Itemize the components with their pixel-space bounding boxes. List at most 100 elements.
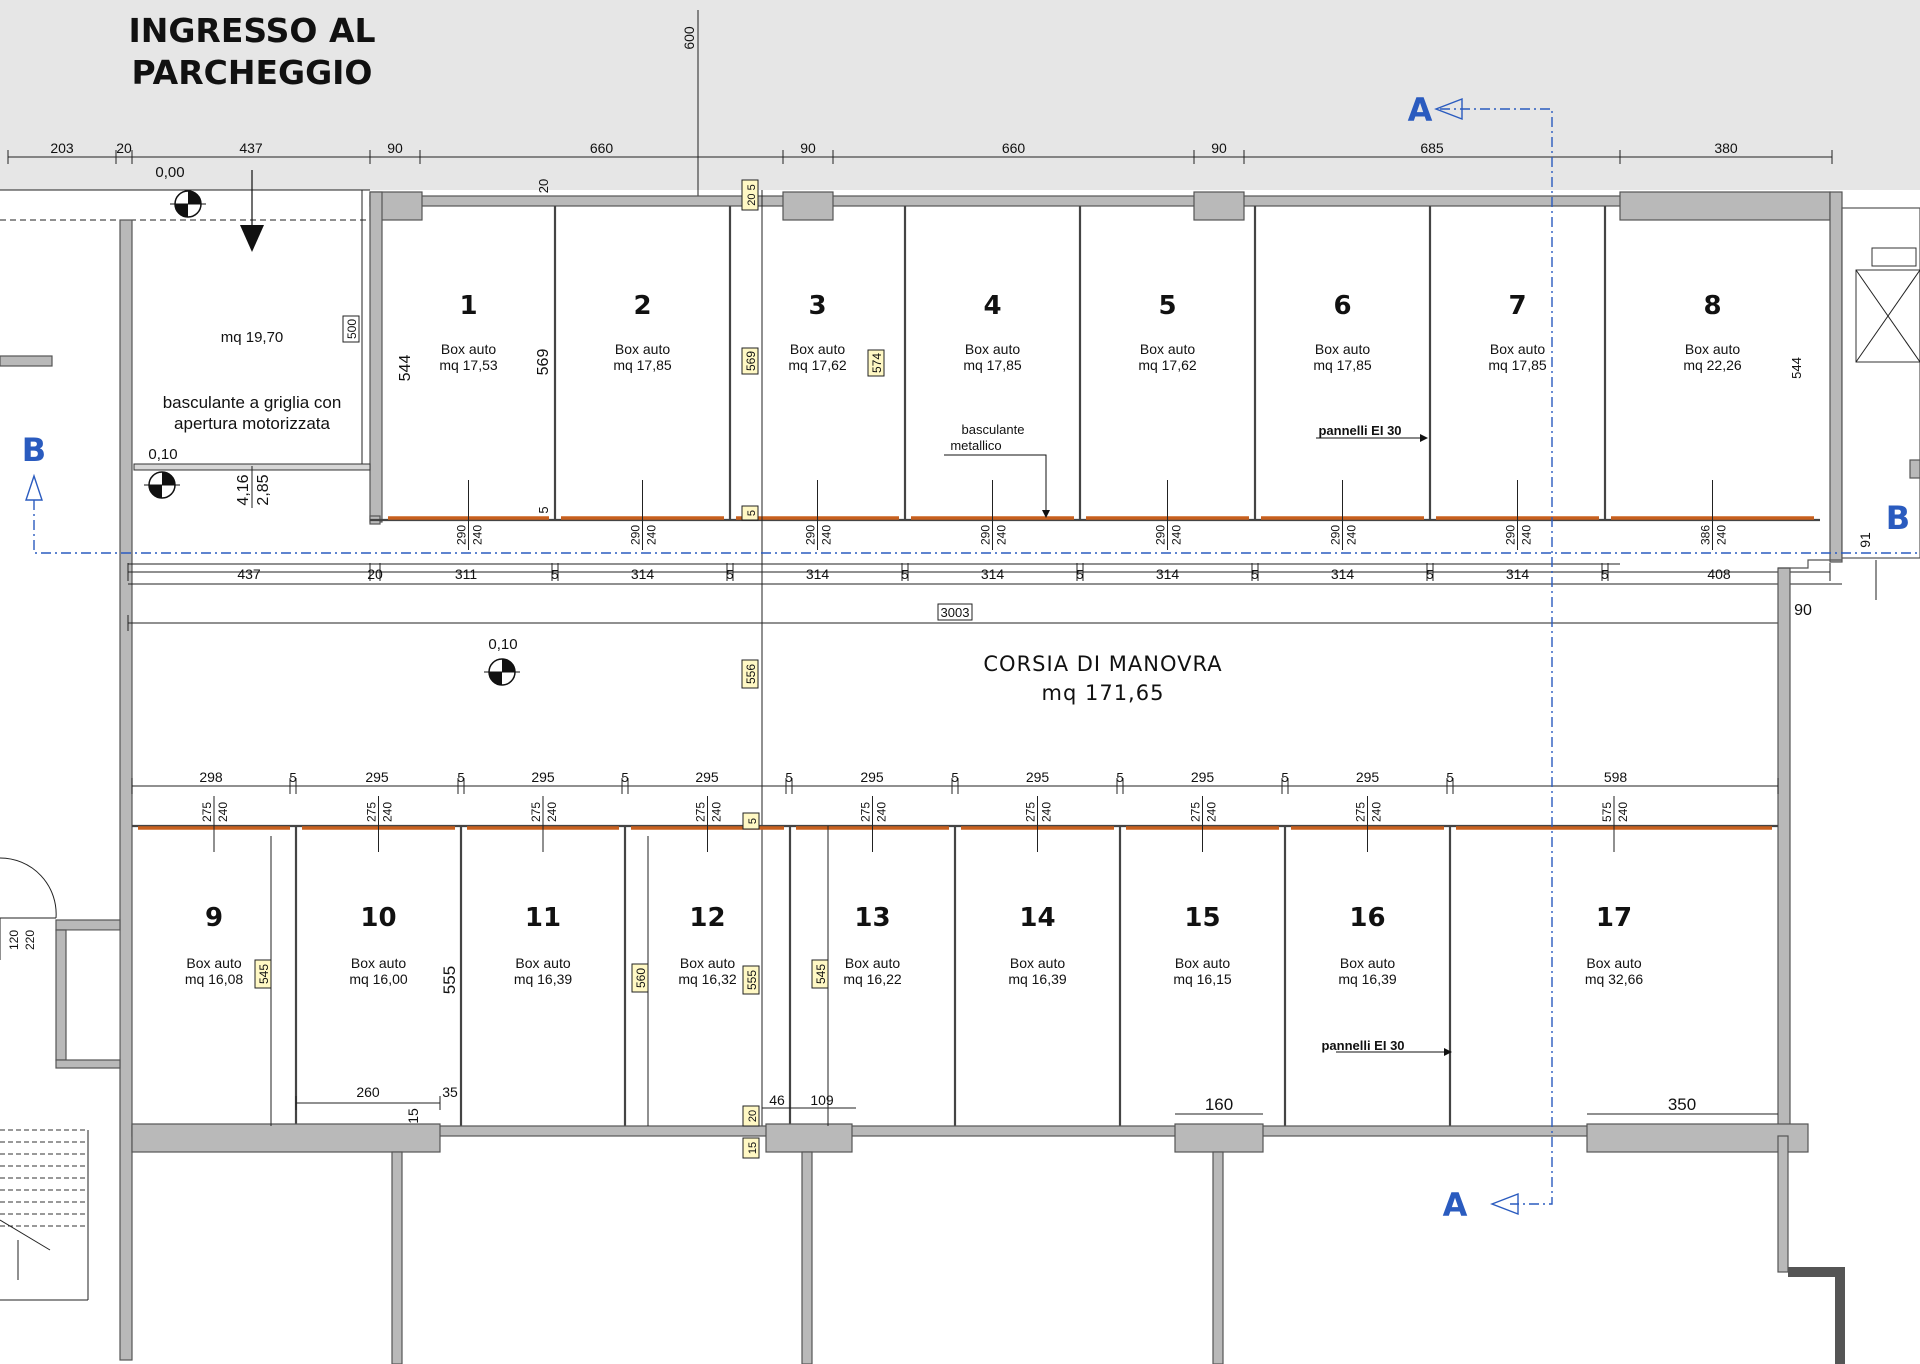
box-label: Box auto [515, 955, 570, 971]
lower-row-dim-label: 295 [531, 769, 555, 785]
box-number: 2 [633, 291, 651, 321]
door-width: 275 [694, 802, 708, 822]
box-area: mq 16,08 [185, 971, 244, 987]
box-area: mq 16,32 [678, 971, 737, 987]
door-height: 240 [1345, 525, 1359, 545]
dim-220: 220 [23, 930, 37, 950]
box-number: 1 [459, 291, 477, 321]
row-dim-label: 5 [1426, 567, 1433, 582]
lower-row-dim-label: 5 [951, 770, 958, 785]
door-width: 275 [365, 802, 379, 822]
door-width: 275 [1354, 802, 1368, 822]
gate-note-2: apertura motorizzata [174, 414, 330, 433]
door-height: 240 [1170, 525, 1184, 545]
tag-20-lower: 20 [747, 1110, 759, 1122]
lower-row-dim-label: 598 [1604, 769, 1628, 785]
tag-20-5: 20 5 [746, 184, 758, 205]
door-height: 240 [216, 802, 230, 822]
lower-row-dim-label: 5 [289, 770, 296, 785]
door-height: 240 [1040, 802, 1054, 822]
tag-15-lower: 15 [747, 1142, 759, 1154]
entrance-zone: 0,00 mq 19,70 500 basculante a griglia c… [133, 164, 381, 525]
door-width: 290 [1504, 525, 1518, 545]
lower-row-dim-label: 295 [365, 769, 389, 785]
level-0-10-gate: 0,10 [148, 446, 177, 463]
lower-row-dim-label: 295 [1026, 769, 1050, 785]
corridor-length: 3003 [941, 605, 970, 620]
box-area: mq 22,26 [1683, 357, 1742, 373]
box-label: Box auto [441, 341, 496, 357]
lower-dimension-tags: 545 555 560 555 545 5 20 15 260 35 15 46… [254, 812, 1778, 1159]
dim-160: 160 [1205, 1095, 1233, 1114]
box-label: Box auto [965, 341, 1020, 357]
door-width: 290 [629, 525, 643, 545]
lower-row-dim-label: 298 [199, 769, 223, 785]
box-area: mq 17,85 [1488, 357, 1547, 373]
box-label: Box auto [790, 341, 845, 357]
box-label: Box auto [351, 955, 406, 971]
tag-569: 569 [744, 351, 758, 371]
top-dim-label: 20 [116, 140, 132, 156]
door-width: 290 [455, 525, 469, 545]
box-label: Box auto [1490, 341, 1545, 357]
dim-5-upper: 5 [536, 506, 551, 513]
box-label: Box auto [1340, 955, 1395, 971]
lower-row-dim-label: 5 [457, 770, 464, 785]
row-dim-label: 5 [1251, 567, 1258, 582]
elevator-shaft [1841, 207, 1920, 559]
dim-15: 15 [405, 1108, 421, 1124]
box-number: 10 [360, 903, 396, 933]
tag-545-a: 545 [257, 964, 271, 984]
row-dim-label: 314 [631, 566, 655, 582]
section-b-right: B [1886, 499, 1910, 537]
box-number: 6 [1333, 291, 1351, 321]
row-dim-label: 437 [237, 566, 261, 582]
door-width: 290 [804, 525, 818, 545]
row-dim-label: 314 [981, 566, 1005, 582]
row-dim-label: 5 [551, 567, 558, 582]
box-area: mq 17,85 [1313, 357, 1372, 373]
panels-note-upper: pannelli EI 30 [1318, 423, 1401, 438]
section-a-top: A [1408, 91, 1433, 129]
row-dim-label: 314 [1156, 566, 1180, 582]
box-number: 12 [689, 903, 725, 933]
box-area: mq 17,53 [439, 357, 498, 373]
top-dim-label: 685 [1420, 140, 1444, 156]
row-dim-label: 5 [1076, 567, 1083, 582]
door-height: 240 [1715, 525, 1729, 545]
box-number: 11 [525, 903, 561, 933]
row-dim-label: 311 [455, 566, 478, 582]
box-label: Box auto [680, 955, 735, 971]
door-width: 275 [529, 802, 543, 822]
box-label: Box auto [845, 955, 900, 971]
door-width: 290 [979, 525, 993, 545]
title-line-1: INGRESSO AL [128, 11, 375, 50]
top-dim-label: 90 [800, 140, 816, 156]
title-line-2: PARCHEGGIO [132, 53, 373, 92]
lower-row-dim-label: 295 [1191, 769, 1215, 785]
box-area: mq 17,85 [613, 357, 672, 373]
box-area: mq 17,62 [1138, 357, 1197, 373]
dim-500: 500 [345, 319, 359, 339]
top-dim-label: 90 [387, 140, 403, 156]
depth-569: 569 [535, 349, 552, 376]
top-dim-label: 437 [239, 140, 263, 156]
door-width: 275 [200, 802, 214, 822]
top-dim-label: 380 [1714, 140, 1738, 156]
tag-574: 574 [870, 353, 884, 373]
entrance-area: mq 19,70 [221, 329, 284, 346]
top-dim-label: 660 [590, 140, 614, 156]
dim-46: 46 [769, 1092, 785, 1108]
floor-area [0, 190, 1920, 1364]
door-height: 240 [1370, 802, 1384, 822]
box-number: 8 [1703, 291, 1721, 321]
tag-545-b: 545 [814, 964, 828, 984]
row-dim-label: 314 [806, 566, 830, 582]
